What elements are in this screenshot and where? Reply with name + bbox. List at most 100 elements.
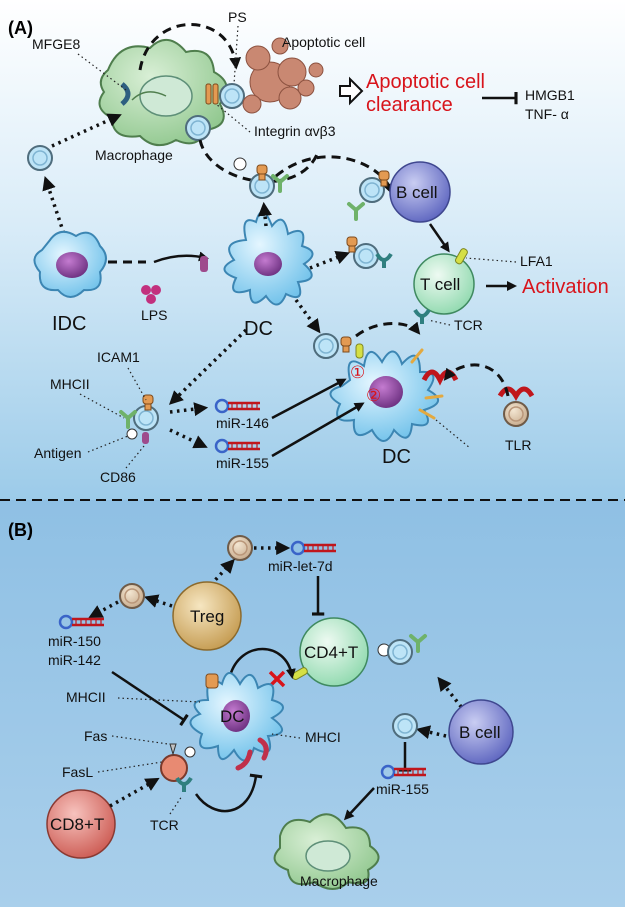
leader-tcr-a [427, 319, 451, 326]
label-ps: PS [228, 9, 247, 25]
panel-a-label: (A) [8, 18, 33, 38]
leader-cd86 [125, 445, 145, 469]
exosome-bcell [392, 713, 418, 739]
panel-b-label: (B) [8, 520, 33, 540]
label-clearance-2: clearance [366, 94, 453, 116]
macrophage-b-cell [273, 813, 380, 890]
lps-cluster [141, 285, 161, 304]
leader-fasl [97, 761, 163, 773]
bcell-receptor-orange [378, 170, 390, 187]
label-tcr-b: TCR [150, 817, 179, 833]
label-hmgb1: HMGB1 [525, 87, 575, 103]
dotted-arrow-cd8t-to-vesicle [109, 777, 160, 808]
exosome-lower-lfa [355, 343, 364, 359]
leader-fas [111, 735, 169, 745]
label-t-cell-a: T cell [420, 275, 460, 294]
label-apoptotic-cell: Apoptotic cell [282, 34, 365, 50]
label-let7d: miR-let-7d [268, 558, 333, 574]
dc-top-cell [223, 211, 314, 306]
exosome-cd4t [387, 639, 413, 665]
label-idc: IDC [52, 313, 86, 335]
leader-tcr-b [169, 795, 183, 815]
arrow-mir155-to-macrophage [343, 787, 375, 821]
exosome-dc-tcell-orange [346, 236, 358, 253]
leader-icam1 [127, 367, 147, 401]
label-tlr: TLR [505, 437, 531, 453]
dashed-arrow-tlr [443, 363, 510, 397]
label-macrophage-b: Macrophage [300, 873, 378, 889]
dotted-arrow-bcell-to-exosome2 [415, 725, 447, 740]
label-integrin: Integrin αvβ3 [254, 123, 336, 139]
arrow-dc-to-cd4t [228, 647, 296, 679]
label-dc-top: DC [244, 318, 273, 340]
treg-cell [172, 581, 242, 651]
leader-ps [233, 25, 239, 85]
arrow-mir146-to-dc [271, 378, 347, 420]
label-treg: Treg [190, 607, 224, 626]
exosome-dc-tcell [353, 243, 379, 269]
exosome-left [27, 145, 53, 171]
exosome-lower-a [313, 333, 339, 359]
dc-top-receptor [200, 256, 208, 272]
b-cell-b [448, 699, 514, 765]
dc-bottom-cell [329, 348, 444, 442]
dc-mhcii-receptor [205, 673, 219, 689]
label-lps: LPS [141, 307, 167, 323]
idc-cell [33, 230, 107, 298]
label-macrophage-top: Macrophage [95, 147, 173, 163]
label-number-2: ② [366, 386, 381, 405]
label-mir155-b: miR-155 [376, 781, 429, 797]
dashed-arrow-macrophage-to-apoptotic [138, 23, 242, 71]
label-mir146: miR-146 [216, 415, 269, 431]
tlr-exosome [497, 386, 535, 427]
b-cell-a [389, 161, 451, 223]
legend-cd86-receptor [142, 432, 149, 444]
t-cell-a [413, 253, 475, 315]
leader-lfa1 [465, 257, 517, 263]
exosome-mir150 [119, 583, 145, 609]
macrophage-vesicle [185, 115, 211, 141]
integrin-receptor [205, 83, 219, 105]
label-mhci: MHCI [305, 729, 341, 745]
label-activation: Activation [522, 276, 609, 298]
label-mir150: miR-150 [48, 633, 101, 649]
label-fas: Fas [84, 728, 107, 744]
dotted-arrow-dc-to-legend [168, 328, 248, 405]
arrow-mir155-to-dc [271, 402, 365, 458]
label-b-cell-b: B cell [459, 723, 501, 742]
legend-icam1-receptor [142, 394, 154, 411]
exosome-near-bcell [359, 177, 385, 203]
apoptotic-cell [242, 37, 324, 114]
leader-mhcii-a [79, 393, 125, 419]
label-mir142: miR-142 [48, 652, 101, 668]
exosome-let7d [227, 535, 253, 561]
legend-antigen [126, 428, 138, 440]
leader-mhci [271, 733, 301, 739]
dashed-arrow-to-tcell-tcr [355, 321, 421, 338]
inhibit-mir150-to-dc [111, 670, 189, 727]
label-mfge8: MFGE8 [32, 36, 80, 52]
label-cd86: CD86 [100, 469, 136, 485]
leader-mfge8 [77, 53, 127, 91]
label-lfa1: LFA1 [520, 253, 553, 269]
label-mir155-a: miR-155 [216, 455, 269, 471]
fas-receptor [169, 743, 177, 756]
label-cd8t: CD8+T [50, 815, 104, 834]
leader-tlr-dc [435, 419, 471, 449]
leader-integrin [215, 103, 251, 133]
label-tnf: TNF- α [525, 106, 569, 122]
arrow-bcell-to-tcell [428, 223, 450, 253]
dotted-arrow-treg-to-exosome2 [144, 594, 173, 608]
exosome-lower-orange [340, 336, 352, 353]
label-number-1: ① [350, 363, 365, 382]
label-clearance-1: Apoptotic cell [366, 71, 485, 93]
dc-cell-b [189, 672, 284, 771]
dashed-arrow-macrophage-loop [198, 139, 320, 184]
dotted-arrow-to-mir150 [88, 600, 119, 618]
exosome-receptor-orange [256, 164, 268, 181]
label-antigen: Antigen [34, 445, 81, 461]
label-mhcii-b: MHCII [66, 689, 106, 705]
lfa1-receptor [455, 248, 468, 265]
